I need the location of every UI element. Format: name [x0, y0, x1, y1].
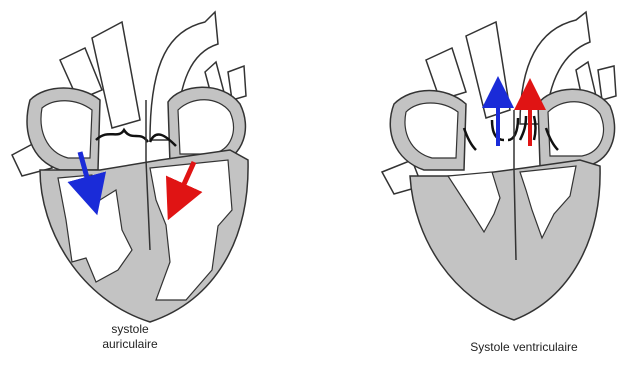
tricuspid-valve — [464, 128, 476, 150]
pulmonary-trunk — [466, 22, 510, 118]
heart-svg-left — [0, 0, 314, 369]
caption-line1: systole — [60, 322, 200, 337]
tricuspid-valve — [96, 130, 148, 142]
heart-diagram-ventricular-systole: Systole ventriculaire — [314, 0, 628, 369]
caption-ventricular-systole: Systole ventriculaire — [424, 340, 624, 355]
heart-svg-right — [314, 0, 628, 369]
pulmonary-veins-left-2 — [598, 66, 616, 100]
heart-diagram-atrial-systole: systole auriculaire — [0, 0, 314, 369]
caption-atrial-systole: systole auriculaire — [60, 322, 200, 352]
caption-line2: auriculaire — [60, 337, 200, 352]
left-atrium-cavity — [178, 100, 233, 154]
